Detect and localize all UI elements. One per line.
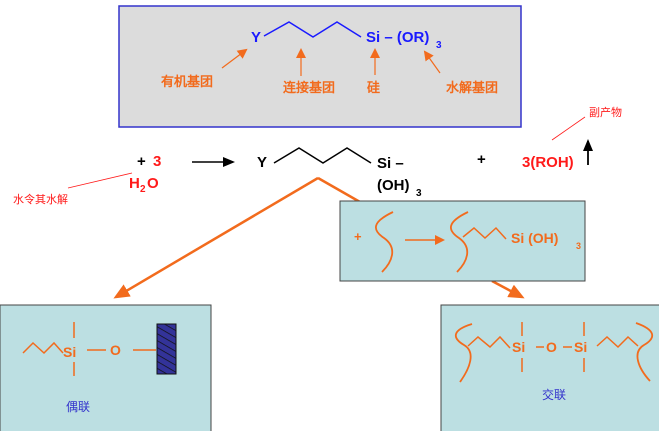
arrow-to-crosslink <box>491 279 525 299</box>
water-o: O <box>147 175 159 192</box>
water-h: H <box>129 175 140 192</box>
crosslink-label: 交联 <box>542 387 566 402</box>
reaction-row: + 3 H 2 O 水令其水解 Y Si – (OH) 3 + 3(ROH) 副… <box>13 105 622 206</box>
crosslink-polymer-right <box>635 322 653 382</box>
coupling-si: Si <box>63 344 76 360</box>
arrow-to-coupling <box>113 176 319 299</box>
product-y: Y <box>257 154 267 171</box>
label-hydrolyzable-group: 水解基团 <box>446 80 498 96</box>
crosslink-si-1: Si <box>512 339 525 355</box>
crosslink-box: Si O Si 交联 <box>440 304 659 431</box>
grafted-si-oh-subscript: 3 <box>576 241 581 251</box>
arrow-branch-right <box>317 176 361 204</box>
coupling-label: 偶联 <box>66 400 90 414</box>
grafted-propyl-chain <box>462 226 507 240</box>
product-si: Si – <box>377 155 404 172</box>
coupling-propyl-chain <box>22 341 64 355</box>
crosslink-polymer-left <box>455 323 473 383</box>
arrow-organic <box>221 48 248 69</box>
byproduct-note: 副产物 <box>589 105 622 119</box>
plus-sign: + <box>137 153 146 170</box>
grafting-plus: + <box>354 229 362 244</box>
water-subscript: 2 <box>140 184 146 195</box>
water-coefficient: 3 <box>153 153 161 170</box>
hydrolysis-note-leader <box>67 172 133 189</box>
label-silicon: 硅 <box>367 80 380 96</box>
product-oh-subscript: 3 <box>416 188 422 199</box>
byproduct-roh: 3(ROH) <box>522 154 574 171</box>
coupling-o: O <box>110 342 121 358</box>
label-linker-group: 连接基团 <box>283 80 335 96</box>
crosslink-o: O <box>546 339 557 355</box>
byproduct-note-leader <box>551 116 586 141</box>
hydrolysis-note: 水令其水解 <box>13 192 68 206</box>
crosslink-propyl-left <box>467 335 511 349</box>
y-group-label: Y <box>251 29 261 46</box>
grafted-polymer-chain-icon <box>450 211 469 273</box>
propyl-chain-blue <box>263 21 362 38</box>
si-or-subscript: 3 <box>436 40 442 51</box>
inorganic-substrate <box>156 323 177 375</box>
product-oh: (OH) <box>377 177 410 194</box>
crosslink-si-2: Si <box>574 339 587 355</box>
plus-sign-2: + <box>477 151 486 168</box>
crosslink-propyl-right <box>596 335 639 349</box>
coupling-box: Si O 偶联 <box>0 304 212 431</box>
si-or-label: Si – (OR) <box>366 29 429 46</box>
grafted-si-oh: Si (OH) <box>511 230 558 246</box>
propyl-chain-black <box>273 147 372 164</box>
polymer-chain-icon <box>375 211 394 273</box>
arrow-hydrolyzable <box>423 50 441 74</box>
label-organic-group: 有机基团 <box>161 74 213 90</box>
grafting-box: + Si (OH) 3 <box>339 200 586 282</box>
structure-box: Y Si – (OR) 3 有机基团 连接基团 硅 水解基团 <box>118 5 522 128</box>
